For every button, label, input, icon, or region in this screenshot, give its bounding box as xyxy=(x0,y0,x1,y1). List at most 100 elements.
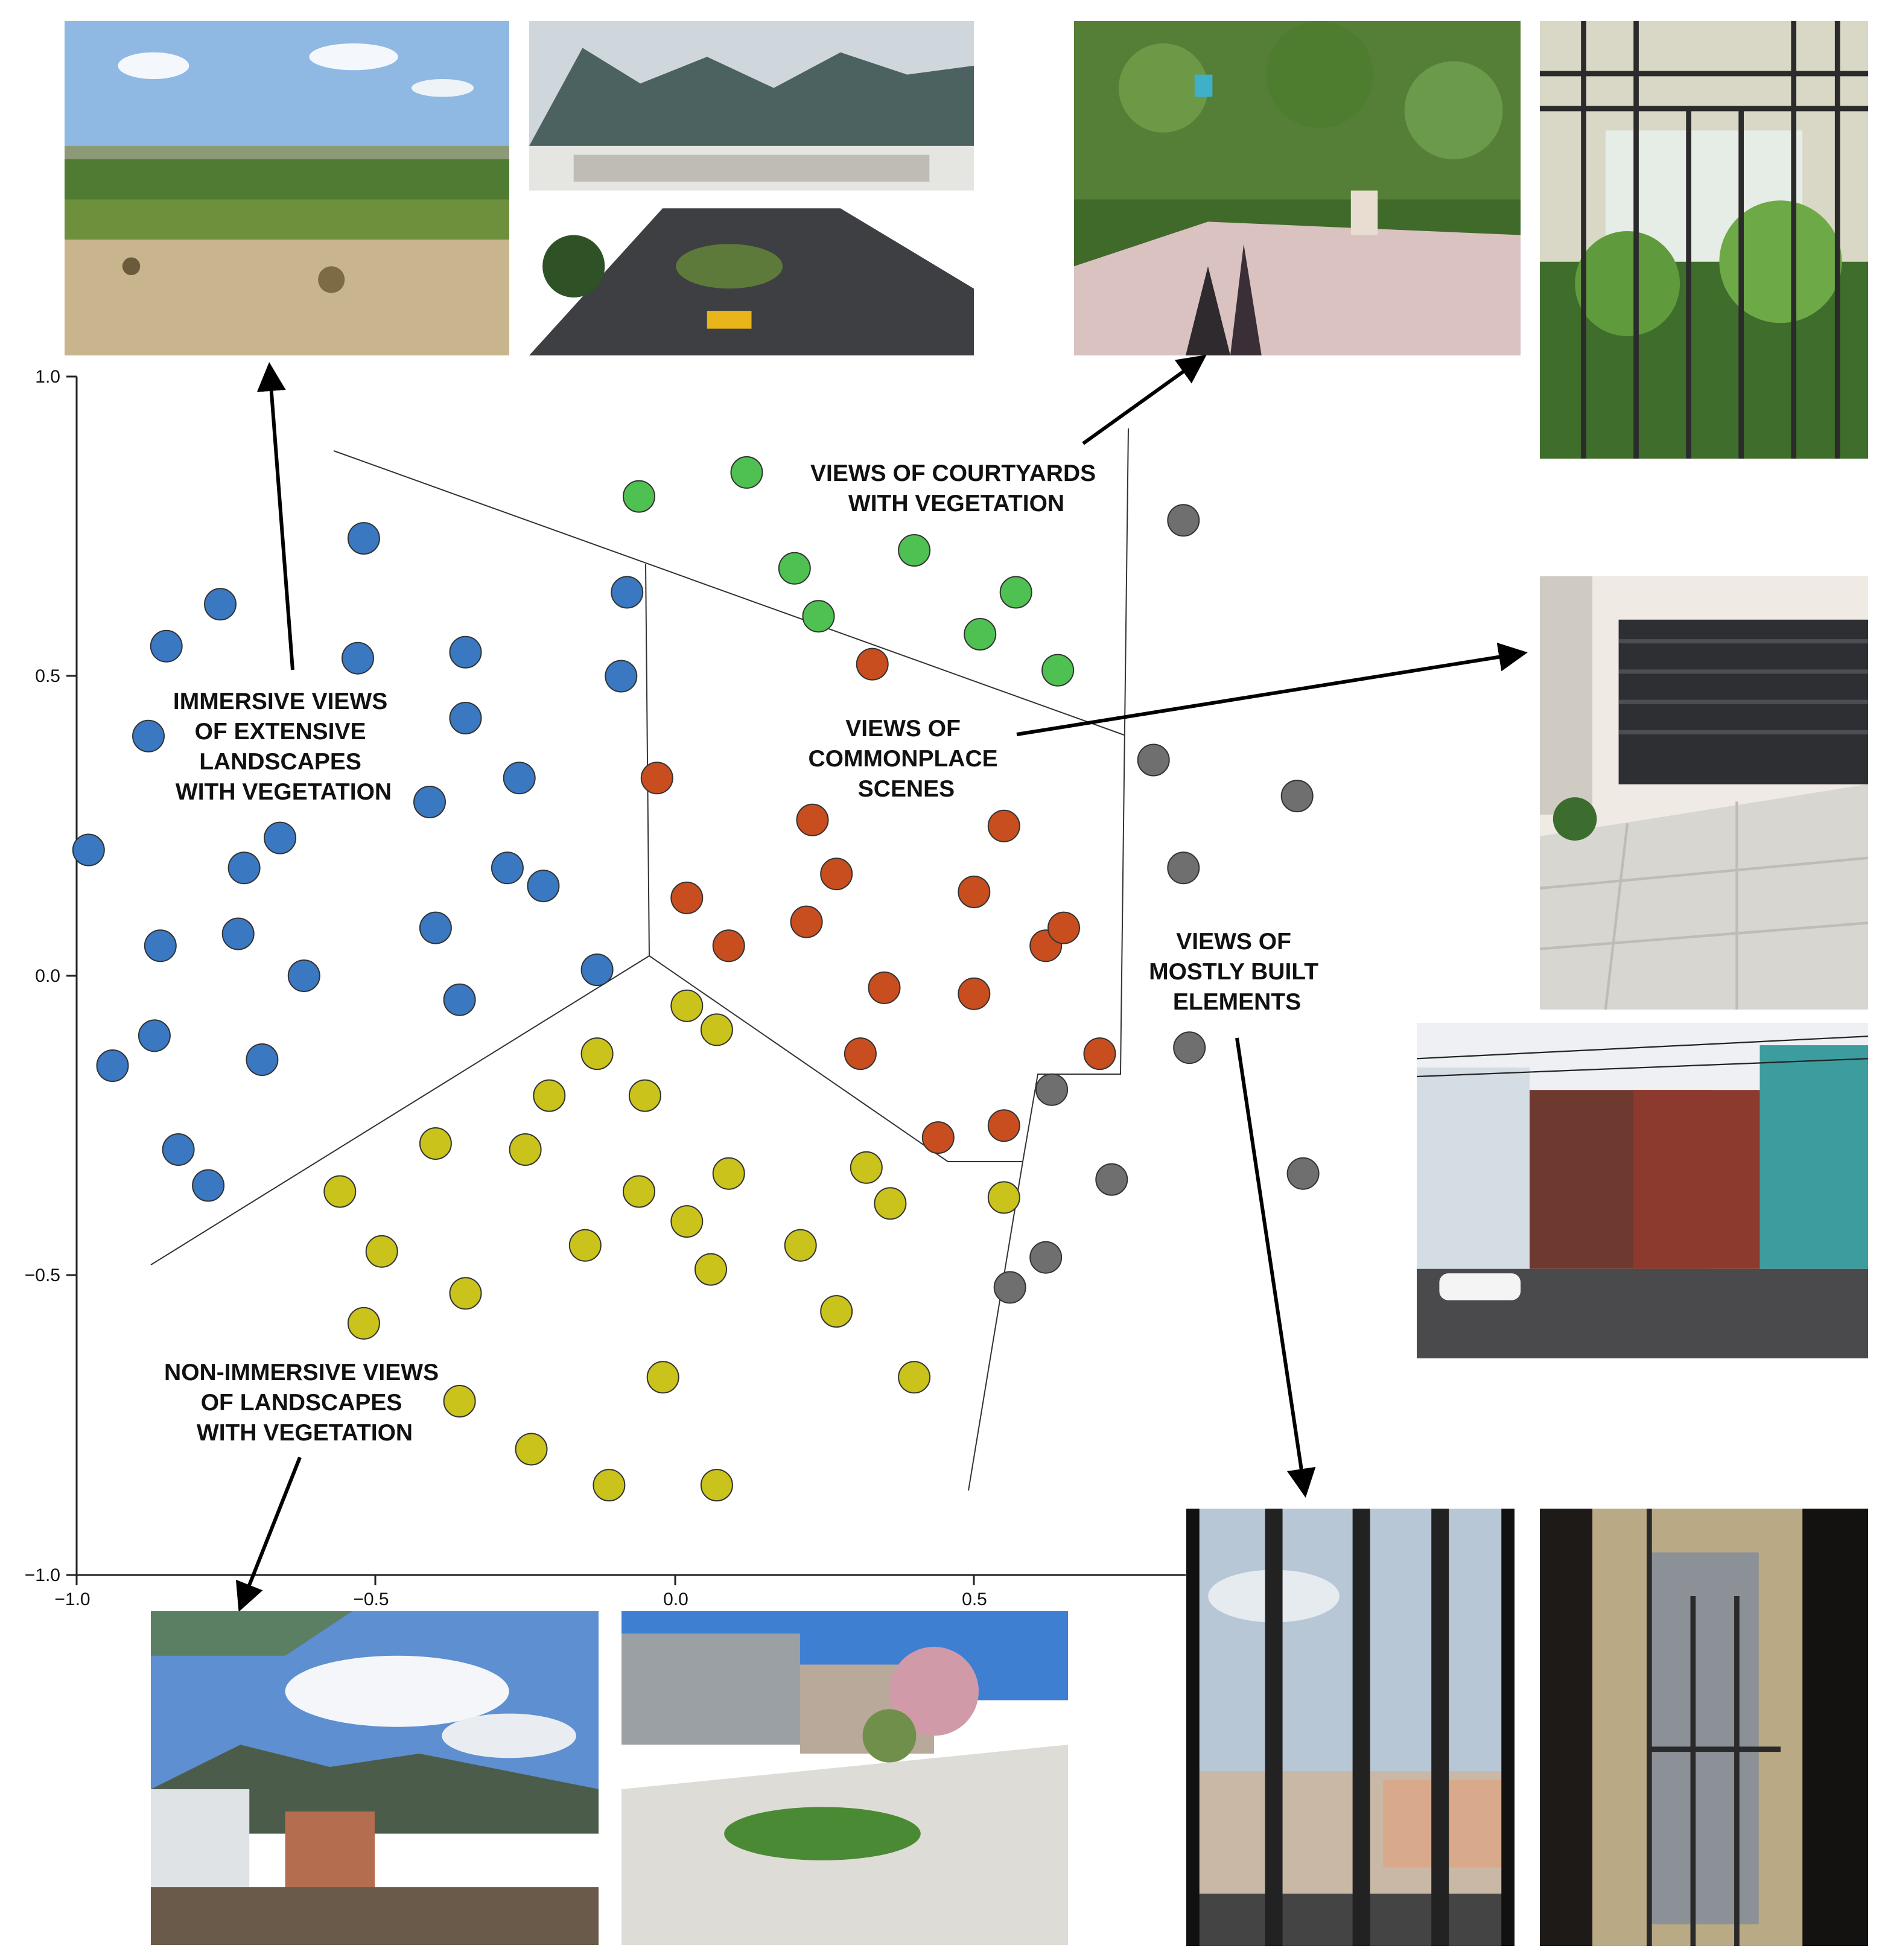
point-series-4-20 xyxy=(820,1295,853,1328)
label-line: OF LANDSCAPES xyxy=(201,1390,402,1416)
label-line: VIEWS OF xyxy=(1176,929,1291,955)
x-tick-label-0: 0.0 xyxy=(663,1589,688,1609)
point-series-4-2 xyxy=(580,1037,614,1071)
point-series-1-7 xyxy=(1041,654,1075,687)
point-series-4-18 xyxy=(449,1277,482,1310)
arrow-to-window-bars-photo xyxy=(1235,1037,1316,1498)
y-tick-label-1: 1.0 xyxy=(35,367,60,387)
y-tick-label-neg0.5: −0.5 xyxy=(25,1265,60,1285)
point-series-2-7 xyxy=(868,971,901,1004)
point-series-1-2 xyxy=(778,552,811,585)
point-series-0-8 xyxy=(264,821,297,854)
point-series-4-26 xyxy=(700,1469,733,1502)
photo-mountain-neighborhood xyxy=(529,21,974,355)
point-series-3-7 xyxy=(1286,1157,1320,1190)
point-series-0-15 xyxy=(162,1133,195,1166)
point-series-3-9 xyxy=(993,1271,1026,1304)
point-series-4-22 xyxy=(646,1361,679,1394)
point-series-4-19 xyxy=(347,1306,380,1340)
point-series-2-16 xyxy=(987,1109,1020,1142)
point-series-0-11 xyxy=(287,959,320,992)
point-series-0-26 xyxy=(605,660,638,693)
x-tick-label-neg0.5: −0.5 xyxy=(353,1589,389,1609)
photo-street-facades xyxy=(1417,1023,1868,1358)
point-series-0-21 xyxy=(527,870,560,903)
point-series-4-8 xyxy=(623,1175,655,1208)
label-line: IMMERSIVE VIEWS xyxy=(173,689,387,714)
point-series-0-13 xyxy=(96,1049,129,1082)
point-series-4-7 xyxy=(323,1175,357,1208)
point-series-0-4 xyxy=(132,719,165,752)
point-series-4-9 xyxy=(712,1157,745,1190)
point-series-4-3 xyxy=(628,1079,661,1112)
point-series-4-4 xyxy=(533,1079,566,1112)
point-series-4-13 xyxy=(365,1235,398,1268)
point-series-4-21 xyxy=(443,1385,476,1418)
label-line: MOSTLY BUILT xyxy=(1149,959,1318,985)
label-line: VIEWS OF COURTYARDS xyxy=(810,460,1096,486)
data-points xyxy=(72,456,1320,1502)
point-series-2-4 xyxy=(820,858,853,891)
point-series-3-8 xyxy=(1029,1241,1063,1274)
point-series-0-1 xyxy=(204,588,237,621)
point-series-1-6 xyxy=(999,576,1032,609)
point-series-4-17 xyxy=(784,1229,817,1262)
photo-tiled-patio-gate xyxy=(1540,576,1868,1010)
point-series-2-3 xyxy=(670,881,704,914)
label-non-immersive: NON-IMMERSIVE VIEWS OF LANDSCAPES WITH V… xyxy=(164,1360,445,1446)
label-commonplace: VIEWS OF COMMONPLACE SCENES xyxy=(809,716,1005,802)
point-series-2-2 xyxy=(796,803,829,836)
point-series-4-25 xyxy=(593,1469,626,1502)
point-series-0-7 xyxy=(227,851,261,885)
point-series-3-3 xyxy=(1167,851,1200,885)
point-series-4-0 xyxy=(670,989,704,1022)
point-series-2-14 xyxy=(1083,1037,1116,1071)
point-series-0-14 xyxy=(246,1043,279,1076)
annotation-arrows xyxy=(235,355,1528,1612)
point-series-4-16 xyxy=(695,1253,727,1286)
point-series-0-20 xyxy=(491,851,524,885)
point-series-2-13 xyxy=(1047,911,1080,944)
photo-balcony-mountain-view xyxy=(151,1611,599,1945)
point-series-0-17 xyxy=(449,635,482,669)
label-line: WITH VEGETATION xyxy=(848,491,1064,517)
point-series-0-23 xyxy=(443,983,476,1016)
label-line: OF EXTENSIVE xyxy=(195,719,366,745)
photo-extensive-landscape xyxy=(65,21,509,355)
label-line: ELEMENTS xyxy=(1173,989,1301,1015)
point-series-0-22 xyxy=(419,911,452,944)
point-series-2-9 xyxy=(958,876,991,908)
point-series-4-23 xyxy=(898,1361,931,1394)
arrow-to-tiled-patio-photo xyxy=(1016,643,1528,736)
photo-window-bars-houses xyxy=(1186,1509,1515,1946)
y-tick-label-neg1: −1.0 xyxy=(25,1565,60,1585)
point-series-0-0 xyxy=(347,522,380,555)
point-series-0-6 xyxy=(72,833,105,867)
point-series-0-9 xyxy=(221,917,255,950)
arrow-to-courtyard-photo xyxy=(1082,355,1207,445)
point-series-4-14 xyxy=(568,1229,602,1262)
point-series-0-18 xyxy=(449,702,482,734)
point-series-2-6 xyxy=(712,929,745,962)
point-series-0-19 xyxy=(503,762,536,795)
x-axis: −1.0 −0.5 0.0 0.5 xyxy=(54,1574,1186,1609)
point-series-1-0 xyxy=(623,480,655,513)
label-line: VIEWS OF xyxy=(845,716,961,742)
label-line: NON-IMMERSIVE VIEWS xyxy=(164,1360,439,1386)
point-series-3-6 xyxy=(1095,1163,1128,1196)
point-series-0-3 xyxy=(342,641,374,675)
point-series-4-11 xyxy=(874,1187,907,1220)
point-series-3-4 xyxy=(1173,1031,1206,1064)
point-series-4-10 xyxy=(850,1151,883,1184)
point-series-3-1 xyxy=(1137,743,1170,777)
y-tick-label-0.5: 0.5 xyxy=(35,666,60,686)
point-series-1-4 xyxy=(898,534,931,567)
x-tick-label-0.5: 0.5 xyxy=(962,1589,987,1609)
arrow-to-balcony-photo xyxy=(235,1456,302,1612)
boundary-lower-right xyxy=(968,1161,1023,1491)
point-series-4-15 xyxy=(670,1205,704,1238)
label-line: COMMONPLACE xyxy=(809,746,998,772)
boundary-left-diagonal xyxy=(150,955,650,1265)
label-line: WITH VEGETATION xyxy=(197,1420,413,1446)
point-series-1-5 xyxy=(964,618,997,651)
